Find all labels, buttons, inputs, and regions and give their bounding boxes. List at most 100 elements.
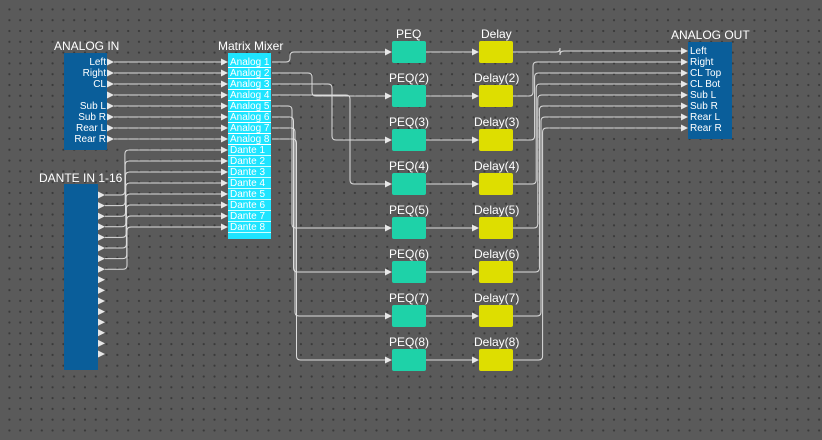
delay-input-arrow[interactable] — [472, 312, 479, 320]
mixer-input-arrow[interactable] — [221, 201, 228, 209]
analog-out-input-arrow[interactable] — [681, 113, 688, 121]
wire-delay-to-analog-out[interactable] — [513, 83, 681, 185]
dante-in-output-port[interactable] — [98, 329, 105, 337]
delay-input-arrow[interactable] — [472, 224, 479, 232]
mixer-input-arrow[interactable] — [221, 157, 228, 165]
matrix-mixer-block[interactable] — [228, 53, 271, 239]
mixer-input-port[interactable]: Dante 7 — [228, 211, 271, 222]
delay-input-arrow[interactable] — [472, 92, 479, 100]
peq-input-arrow[interactable] — [385, 356, 392, 364]
peq-input-arrow[interactable] — [385, 268, 392, 276]
mixer-input-port[interactable]: Dante 2 — [228, 156, 271, 167]
mixer-input-port[interactable]: Analog 4 — [228, 90, 271, 101]
analog-out-input-arrow[interactable] — [681, 80, 688, 88]
dante-in-output-port[interactable] — [98, 191, 105, 199]
mixer-input-port[interactable]: Dante 4 — [228, 178, 271, 189]
wire-delay-to-analog-out[interactable] — [513, 47, 681, 56]
analog-in-output-port[interactable] — [107, 69, 114, 77]
mixer-input-port[interactable]: Analog 5 — [228, 101, 271, 112]
dante-in-output-port[interactable] — [98, 223, 105, 231]
mixer-input-arrow[interactable] — [221, 113, 228, 121]
delay-input-arrow[interactable] — [472, 356, 479, 364]
delay-input-arrow[interactable] — [472, 268, 479, 276]
mixer-input-arrow[interactable] — [221, 124, 228, 132]
mixer-input-port[interactable]: Analog 3 — [228, 79, 271, 90]
dante-in-output-port[interactable] — [98, 276, 105, 284]
mixer-input-arrow[interactable] — [221, 135, 228, 143]
mixer-input-port[interactable]: Dante 1 — [228, 145, 271, 156]
peq-block[interactable] — [392, 349, 426, 371]
analog-in-output-port[interactable] — [107, 124, 114, 132]
wire-mixer-to-peq[interactable] — [272, 138, 385, 361]
peq-input-arrow[interactable] — [385, 92, 392, 100]
peq-input-arrow[interactable] — [385, 224, 392, 232]
dante-in-block[interactable] — [64, 184, 98, 370]
peq-input-arrow[interactable] — [385, 136, 392, 144]
peq-block[interactable] — [392, 217, 426, 239]
delay-block[interactable] — [479, 349, 513, 371]
wire-dante-in-to-mixer[interactable] — [105, 226, 221, 270]
analog-in-output-port[interactable] — [107, 102, 114, 110]
delay-block[interactable] — [479, 217, 513, 239]
analog-out-input-arrow[interactable] — [681, 102, 688, 110]
analog-in-output-port[interactable] — [107, 113, 114, 121]
dante-in-output-port[interactable] — [98, 212, 105, 220]
peq-input-arrow[interactable] — [385, 180, 392, 188]
delay-block[interactable] — [479, 305, 513, 327]
mixer-input-port[interactable]: Analog 1 — [228, 57, 271, 68]
mixer-input-port[interactable]: Dante 5 — [228, 189, 271, 200]
dante-in-output-port[interactable] — [98, 202, 105, 210]
mixer-input-arrow[interactable] — [221, 69, 228, 77]
wire-mixer-to-peq[interactable] — [272, 94, 385, 185]
wire-delay-to-analog-out[interactable] — [513, 61, 681, 97]
mixer-input-port[interactable]: Analog 6 — [228, 112, 271, 123]
delay-block[interactable] — [479, 173, 513, 195]
analog-out-block[interactable] — [688, 42, 732, 139]
mixer-input-arrow[interactable] — [221, 168, 228, 176]
mixer-input-arrow[interactable] — [221, 179, 228, 187]
wire-mixer-to-peq[interactable] — [272, 83, 385, 141]
wire-mixer-to-peq[interactable] — [272, 51, 385, 63]
wire-delay-to-analog-out[interactable] — [513, 116, 681, 317]
mixer-input-port[interactable]: Analog 7 — [228, 123, 271, 134]
wire-mixer-to-peq[interactable] — [272, 105, 385, 229]
dante-in-output-port[interactable] — [98, 308, 105, 316]
peq-block[interactable] — [392, 173, 426, 195]
dante-in-output-port[interactable] — [98, 244, 105, 252]
mixer-input-port[interactable]: Analog 8 — [228, 134, 271, 145]
mixer-input-arrow[interactable] — [221, 91, 228, 99]
analog-in-output-port[interactable] — [107, 58, 114, 66]
mixer-input-arrow[interactable] — [221, 58, 228, 66]
wire-mixer-to-peq[interactable] — [272, 127, 385, 317]
peq-input-arrow[interactable] — [385, 312, 392, 320]
peq-block[interactable] — [392, 41, 426, 63]
analog-in-block[interactable] — [64, 53, 107, 150]
mixer-input-arrow[interactable] — [221, 223, 228, 231]
analog-out-input-arrow[interactable] — [681, 58, 688, 66]
peq-block[interactable] — [392, 129, 426, 151]
analog-in-output-port[interactable] — [107, 135, 114, 143]
delay-block[interactable] — [479, 129, 513, 151]
analog-out-input-arrow[interactable] — [681, 124, 688, 132]
dante-in-output-port[interactable] — [98, 233, 105, 241]
dante-in-output-port[interactable] — [98, 297, 105, 305]
analog-out-input-arrow[interactable] — [681, 47, 688, 55]
mixer-input-port[interactable]: Dante 6 — [228, 200, 271, 211]
wire-delay-to-analog-out[interactable] — [513, 105, 681, 273]
mixer-input-port[interactable]: Dante 8 — [228, 222, 271, 233]
mixer-input-arrow[interactable] — [221, 102, 228, 110]
wire-delay-to-analog-out[interactable] — [513, 94, 681, 229]
mixer-input-arrow[interactable] — [221, 190, 228, 198]
delay-block[interactable] — [479, 41, 513, 63]
analog-out-input-arrow[interactable] — [681, 91, 688, 99]
wire-mixer-to-peq[interactable] — [272, 116, 385, 273]
delay-block[interactable] — [479, 85, 513, 107]
mixer-input-arrow[interactable] — [221, 212, 228, 220]
peq-input-arrow[interactable] — [385, 48, 392, 56]
wire-delay-to-analog-out[interactable] — [513, 72, 681, 141]
dante-in-output-port[interactable] — [98, 318, 105, 326]
delay-input-arrow[interactable] — [472, 48, 479, 56]
peq-block[interactable] — [392, 261, 426, 283]
mixer-input-arrow[interactable] — [221, 80, 228, 88]
analog-out-input-arrow[interactable] — [681, 69, 688, 77]
